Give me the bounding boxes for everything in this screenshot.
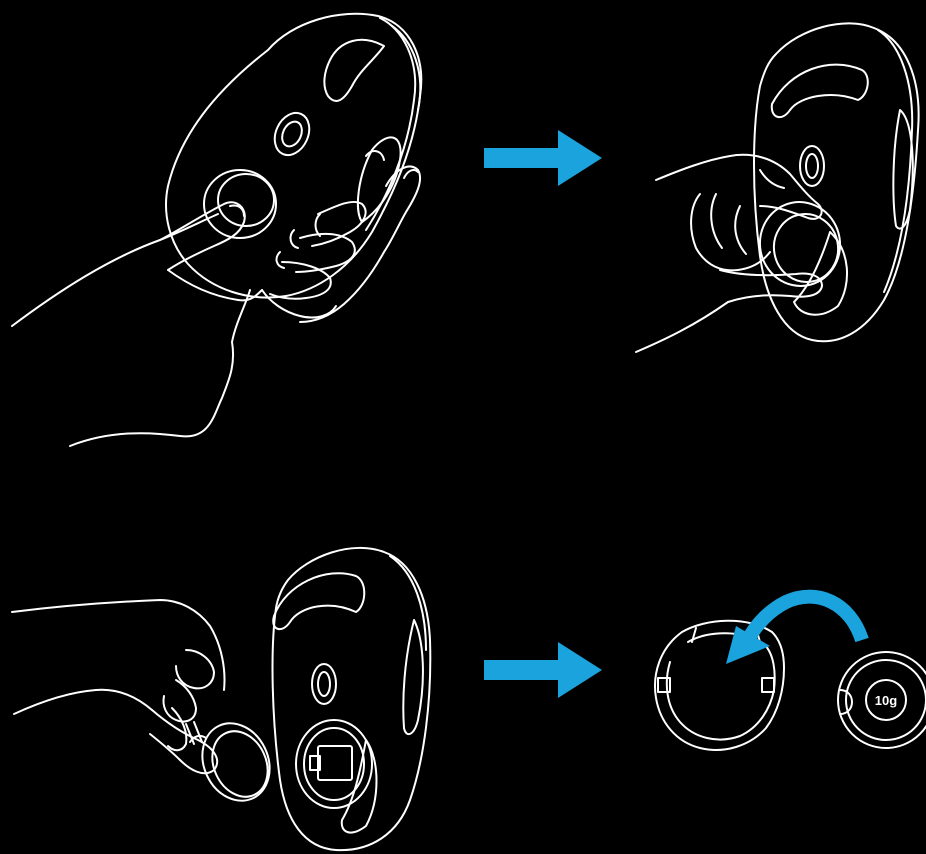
weight-cover-icon: [203, 169, 277, 239]
weight-label: 10g: [875, 693, 897, 708]
mouse-underside-icon: [165, 12, 423, 299]
hand-twisting-weight-cover-icon: [635, 153, 823, 353]
arrow-shape: [484, 642, 602, 698]
panel-step-2: [635, 22, 920, 353]
weight-cover-icon: [201, 722, 271, 802]
arrow-right-icon-2: [484, 642, 602, 698]
weight-10g-icon: 10g: [837, 651, 926, 749]
panel-step-1: [11, 12, 423, 447]
panel-step-3: [11, 547, 432, 852]
hand-removing-weight-cover-icon: [11, 599, 226, 775]
panel-step-4: 10g: [654, 589, 926, 751]
arrow-right-icon-1: [484, 130, 602, 186]
mouse-underside-icon: [271, 547, 432, 852]
weight-cover-icon: [758, 201, 842, 287]
mouse-underside-icon: [753, 22, 920, 343]
curved-arrow-icon: [726, 589, 869, 664]
arrow-shape: [484, 130, 602, 186]
weight-cover-open-icon: [654, 619, 785, 751]
hand-pressing-weight-cover-icon: [11, 150, 422, 447]
